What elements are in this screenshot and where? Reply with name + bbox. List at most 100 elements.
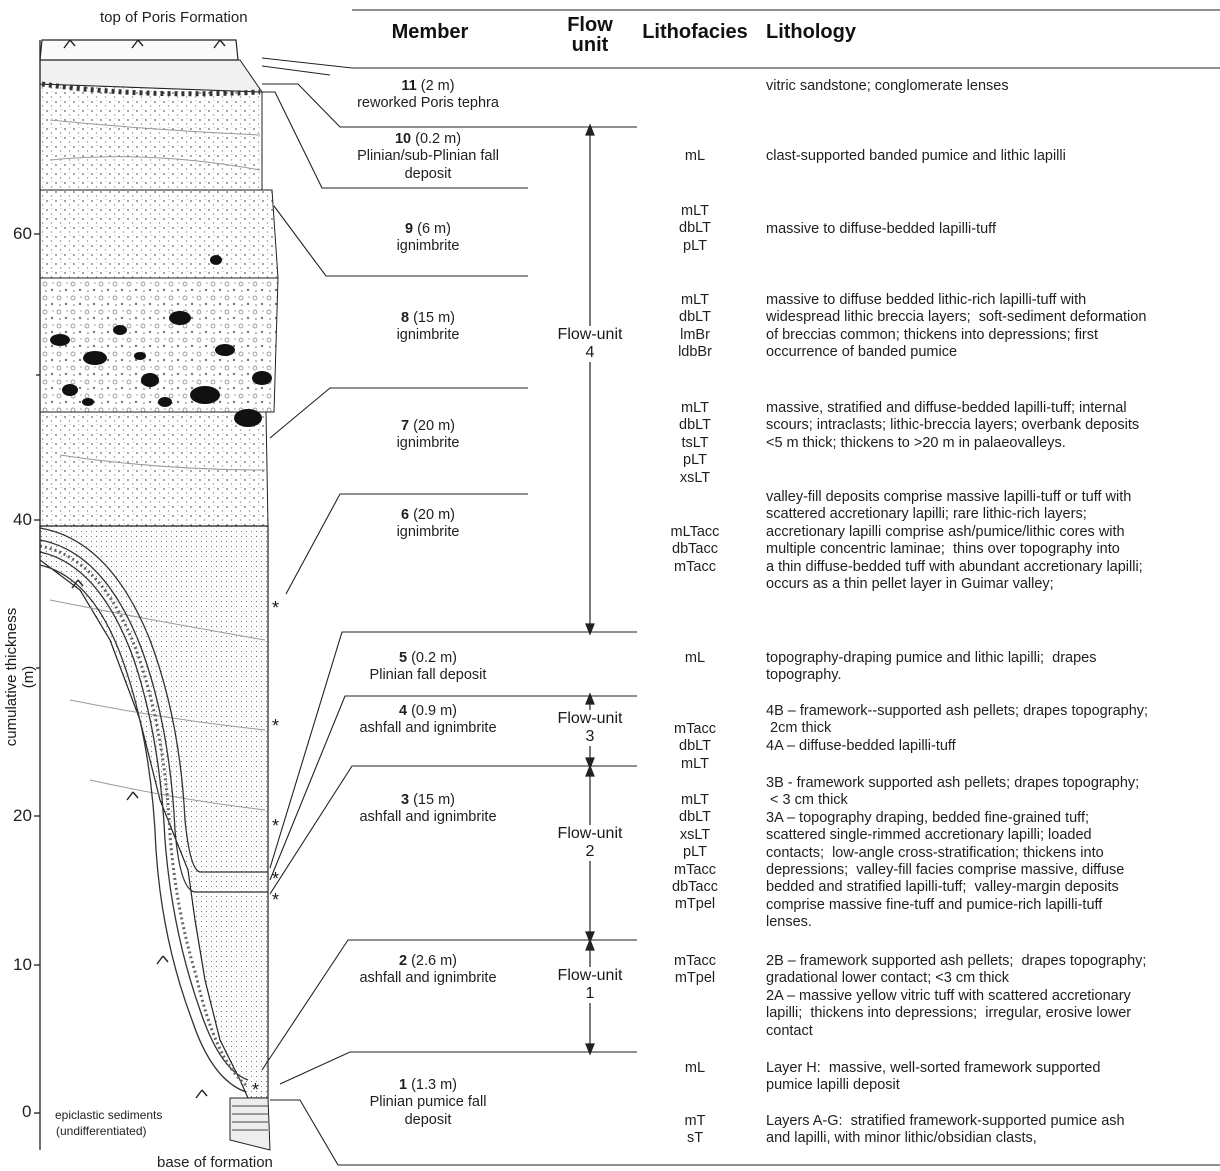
member-number: 6 (401, 507, 409, 523)
base-of-formation-label: base of formation (157, 1154, 273, 1171)
lithology-member-1-layers-a-g: Layers A-G: stratified framework-support… (766, 1113, 1216, 1148)
member-number: 10 (395, 131, 411, 147)
member-description: ignimbrite (328, 435, 528, 452)
lithofacies-member-5: mL (655, 650, 735, 667)
member-number: 2 (399, 953, 407, 969)
tick-label-20: 20 (13, 806, 32, 826)
lithofacies-member-4: mTacc dbLT mLT (655, 721, 735, 773)
member-6: 6 (20 m) ignimbrite (328, 507, 528, 542)
y-axis-label: cumulative thickness (m) (3, 597, 37, 757)
member-description: ashfall and ignimbrite (328, 970, 528, 987)
lithology-member-1-layer-h: Layer H: massive, well-sorted framework … (766, 1060, 1216, 1095)
member-10: 10 (0.2 m) Plinian/sub-Plinian fall depo… (328, 131, 528, 183)
epiclastic-label: epiclastic sediments (55, 1108, 162, 1122)
member-thickness: (6 m) (413, 221, 451, 237)
member-thickness: (15 m) (409, 310, 455, 326)
member-number: 9 (405, 221, 413, 237)
asterisk-marker: * (252, 1080, 259, 1101)
lithology-member-8: massive to diffuse bedded lithic-rich la… (766, 292, 1216, 362)
tick-label-60: 60 (13, 224, 32, 244)
tick-label-40: 40 (13, 510, 32, 530)
flow-unit-number: 4 (545, 344, 635, 362)
tick-label-0: 0 (22, 1102, 31, 1122)
flow-unit-label: Flow-unit (545, 825, 635, 843)
lithofacies-member-6: mLTacc dbTacc mTacc (655, 524, 735, 576)
lithology-member-9: massive to diffuse-bedded lapilli-tuff (766, 221, 1216, 238)
member-thickness: (20 m) (409, 418, 455, 434)
asterisk-marker: * (272, 598, 279, 619)
member-thickness: (0.2 m) (407, 650, 457, 666)
asterisk-marker: * (272, 816, 279, 837)
tick-label-10: 10 (13, 955, 32, 975)
member-8: 8 (15 m) ignimbrite (328, 310, 528, 345)
lithology-member-7: massive, stratified and diffuse-bedded l… (766, 400, 1216, 452)
member-number: 4 (399, 703, 407, 719)
member-description: Plinian/sub-Plinian fall (328, 148, 528, 165)
member-4: 4 (0.9 m) ashfall and ignimbrite (328, 703, 528, 738)
lithofacies-member-8: mLT dbLT lmBr ldbBr (655, 292, 735, 362)
lithology-member-6: valley-fill deposits comprise massive la… (766, 489, 1216, 593)
flow-unit-number: 1 (545, 985, 635, 1003)
header-flow-unit: Flow unit (558, 15, 622, 55)
member-number: 11 (401, 78, 416, 94)
lithology-member-2: 2B – framework supported ash pellets; dr… (766, 953, 1216, 1040)
lithofacies-member-1-upper: mL (655, 1060, 735, 1077)
member-description: ignimbrite (328, 238, 528, 255)
header-lithofacies: Lithofacies (637, 22, 753, 42)
member-thickness: (0.2 m) (411, 131, 461, 147)
member-thickness: (20 m) (409, 507, 455, 523)
member-thickness: (2 m) (417, 78, 455, 94)
lithofacies-member-3: mLT dbLT xsLT pLT mTacc dbTacc mTpel (655, 792, 735, 914)
member-9: 9 (6 m) ignimbrite (328, 221, 528, 256)
lithofacies-member-7: mLT dbLT tsLT pLT xsLT (655, 400, 735, 487)
flow-unit-1: Flow-unit 1 (545, 967, 635, 1003)
member-thickness: (1.3 m) (407, 1077, 457, 1093)
column-body (40, 40, 278, 1150)
member-number: 8 (401, 310, 409, 326)
member-description: ignimbrite (328, 327, 528, 344)
member-11: 11 (2 m) reworked Poris tephra (328, 78, 528, 113)
member-1: 1 (1.3 m) Plinian pumice fall deposit (328, 1077, 528, 1129)
member-thickness: (0.9 m) (407, 703, 457, 719)
flow-unit-label: Flow-unit (545, 710, 635, 728)
lithofacies-member-10: mL (655, 148, 735, 165)
member-3: 3 (15 m) ashfall and ignimbrite (328, 792, 528, 827)
member-description: Plinian pumice fall (328, 1094, 528, 1111)
flow-unit-4: Flow-unit 4 (545, 326, 635, 362)
member-7: 7 (20 m) ignimbrite (328, 418, 528, 453)
lithology-member-10: clast-supported banded pumice and lithic… (766, 148, 1216, 165)
flow-unit-label: Flow-unit (545, 326, 635, 344)
top-of-formation-label: top of Poris Formation (100, 9, 248, 26)
member-description: reworked Poris tephra (328, 95, 528, 112)
lithofacies-member-1-lower: mT sT (655, 1113, 735, 1148)
member-2: 2 (2.6 m) ashfall and ignimbrite (328, 953, 528, 988)
flow-unit-3: Flow-unit 3 (545, 710, 635, 746)
member-number: 3 (401, 792, 409, 808)
header-lithology: Lithology (766, 22, 866, 42)
lithology-member-3: 3B - framework supported ash pellets; dr… (766, 775, 1216, 932)
epiclastic-sublabel: (undifferentiated) (56, 1124, 147, 1138)
flow-unit-label: Flow-unit (545, 967, 635, 985)
header-member: Member (380, 22, 480, 42)
header-flow-unit-line2: unit (558, 35, 622, 55)
flow-unit-number: 2 (545, 843, 635, 861)
lithofacies-member-9: mLT dbLT pLT (655, 203, 735, 255)
member-number: 7 (401, 418, 409, 434)
member-number: 5 (399, 650, 407, 666)
member-description: deposit (328, 1112, 528, 1129)
member-5: 5 (0.2 m) Plinian fall deposit (328, 650, 528, 685)
member-thickness: (2.6 m) (407, 953, 457, 969)
flow-unit-arrows (586, 125, 594, 1054)
asterisk-marker: * (272, 869, 279, 890)
member-description: Plinian fall deposit (328, 667, 528, 684)
lithology-member-11: vitric sandstone; conglomerate lenses (766, 78, 1216, 95)
member-description: ashfall and ignimbrite (328, 720, 528, 737)
lithofacies-member-2: mTacc mTpel (655, 953, 735, 988)
lithology-member-4: 4B – framework--supported ash pellets; d… (766, 703, 1216, 755)
lithology-member-5: topography-draping pumice and lithic lap… (766, 650, 1216, 685)
member-description: ignimbrite (328, 524, 528, 541)
asterisk-marker: * (272, 890, 279, 911)
flow-unit-number: 3 (545, 728, 635, 746)
flow-unit-2: Flow-unit 2 (545, 825, 635, 861)
member-description: deposit (328, 166, 528, 183)
